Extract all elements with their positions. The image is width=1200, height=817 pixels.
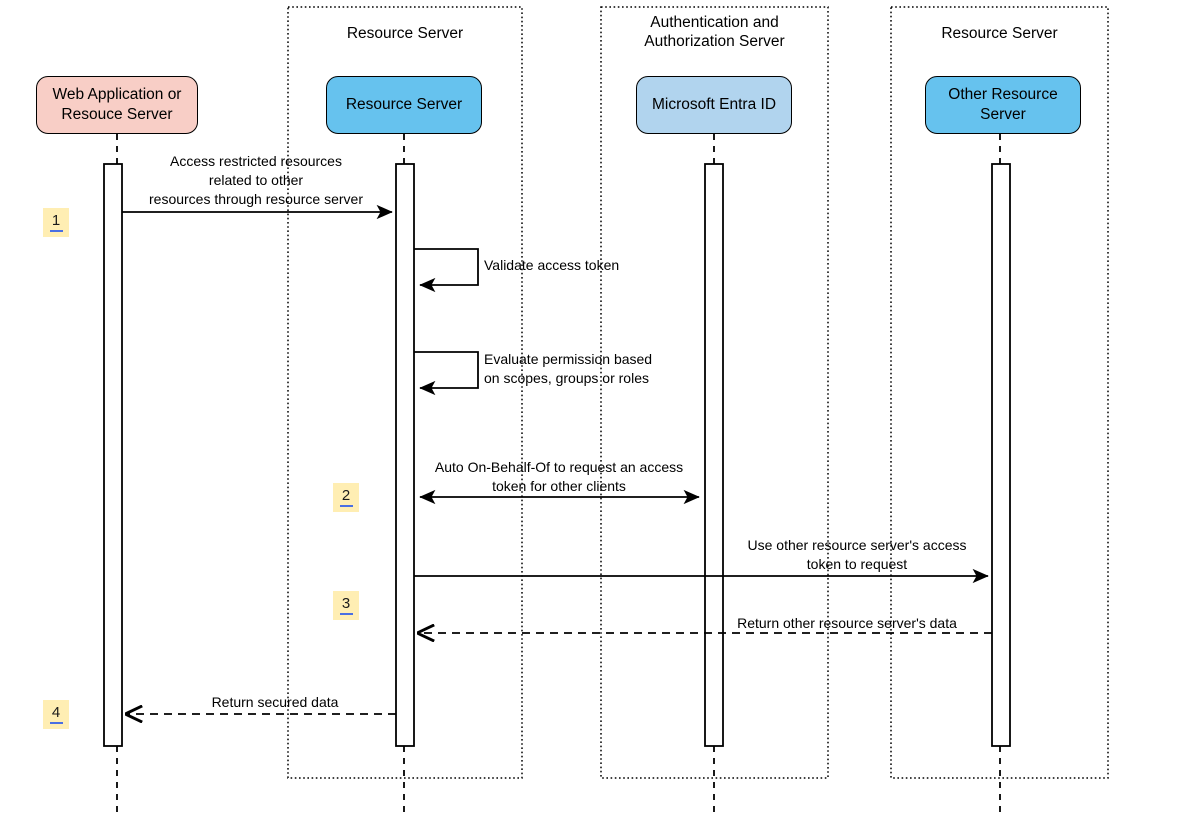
step-marker-4-underline [49, 722, 63, 724]
group-frame-other-resource-server [890, 6, 1109, 779]
step-marker-3-number: 3 [341, 595, 351, 612]
group-label-resource-server: Resource Server [346, 25, 464, 42]
message-label-msg-3: Use other resource server's access token… [747, 537, 967, 572]
message-label-msg-4: Return secured data [211, 694, 339, 710]
step-marker-1-underline [49, 230, 63, 232]
activation-resource-server [395, 163, 415, 747]
group-label-other-resource-server: Resource Server [941, 25, 1058, 42]
message-label-msg-evaluate: Evaluate permission based on scopes, gro… [484, 351, 653, 386]
step-marker-4-number: 4 [51, 704, 61, 721]
step-marker-1-number: 1 [51, 212, 61, 229]
group-frame-resource-server [287, 6, 523, 779]
participant-entra-id[interactable]: Microsoft Entra ID [636, 76, 792, 134]
participant-web-app[interactable]: Web Application or Resouce Server [36, 76, 198, 134]
message-label-msg-3-return: Return other resource server's data [737, 615, 957, 631]
message-label-msg-1: Access restricted resources related to o… [149, 153, 363, 207]
arrow-msg-validate [414, 248, 479, 293]
participant-other-resource-server[interactable]: Other Resource Server [925, 76, 1081, 134]
step-marker-4[interactable]: 4 [43, 700, 69, 729]
participant-resource-server[interactable]: Resource Server [326, 76, 482, 134]
message-label-msg-2: Auto On-Behalf-Of to request an access t… [434, 459, 684, 494]
step-marker-2-underline [339, 505, 353, 507]
message-label-msg-validate: Validate access token [484, 257, 620, 273]
step-marker-2-number: 2 [341, 487, 351, 504]
activation-other-resource-server [991, 163, 1011, 747]
step-marker-2[interactable]: 2 [333, 483, 359, 512]
activation-web-app [103, 163, 123, 747]
step-marker-3-underline [339, 613, 353, 615]
group-frames [287, 6, 1109, 779]
step-marker-3[interactable]: 3 [333, 591, 359, 620]
step-marker-1[interactable]: 1 [43, 208, 69, 237]
activation-entra-id [704, 163, 724, 747]
group-label-auth-server: Authentication and Authorization Server [644, 14, 785, 51]
arrow-msg-evaluate [414, 351, 479, 396]
activation-bars [103, 163, 1011, 747]
group-frame-auth-server [600, 6, 829, 779]
